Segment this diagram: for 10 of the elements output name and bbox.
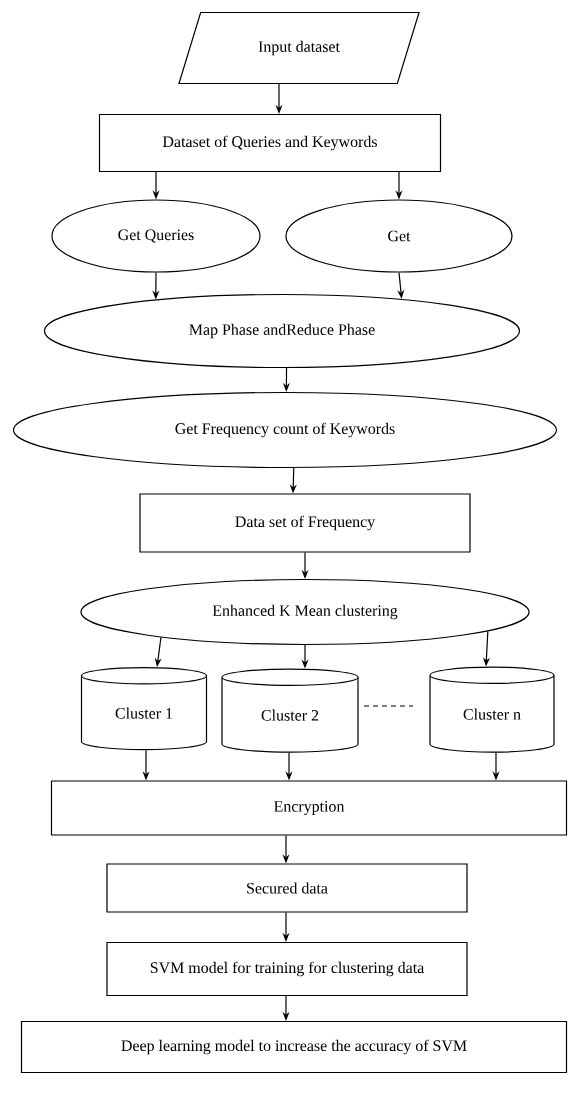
database-cylinder: Cluster n	[429, 666, 555, 753]
process-box: Data set of Frequency	[139, 493, 471, 553]
database-cylinder: Cluster 2	[221, 668, 359, 753]
data-parallelogram: Input dataset	[178, 11, 420, 85]
process-box: Dataset of Queries and Keywords	[98, 113, 442, 173]
process-box: Encryption	[50, 780, 568, 836]
process-box: SVM model for training for clustering data	[106, 941, 468, 997]
process-box: Deep learning model to increase the accuracy of SVM	[20, 1020, 568, 1074]
process-box: Secured data	[106, 863, 468, 913]
database-cylinder: Cluster 1	[80, 667, 208, 751]
